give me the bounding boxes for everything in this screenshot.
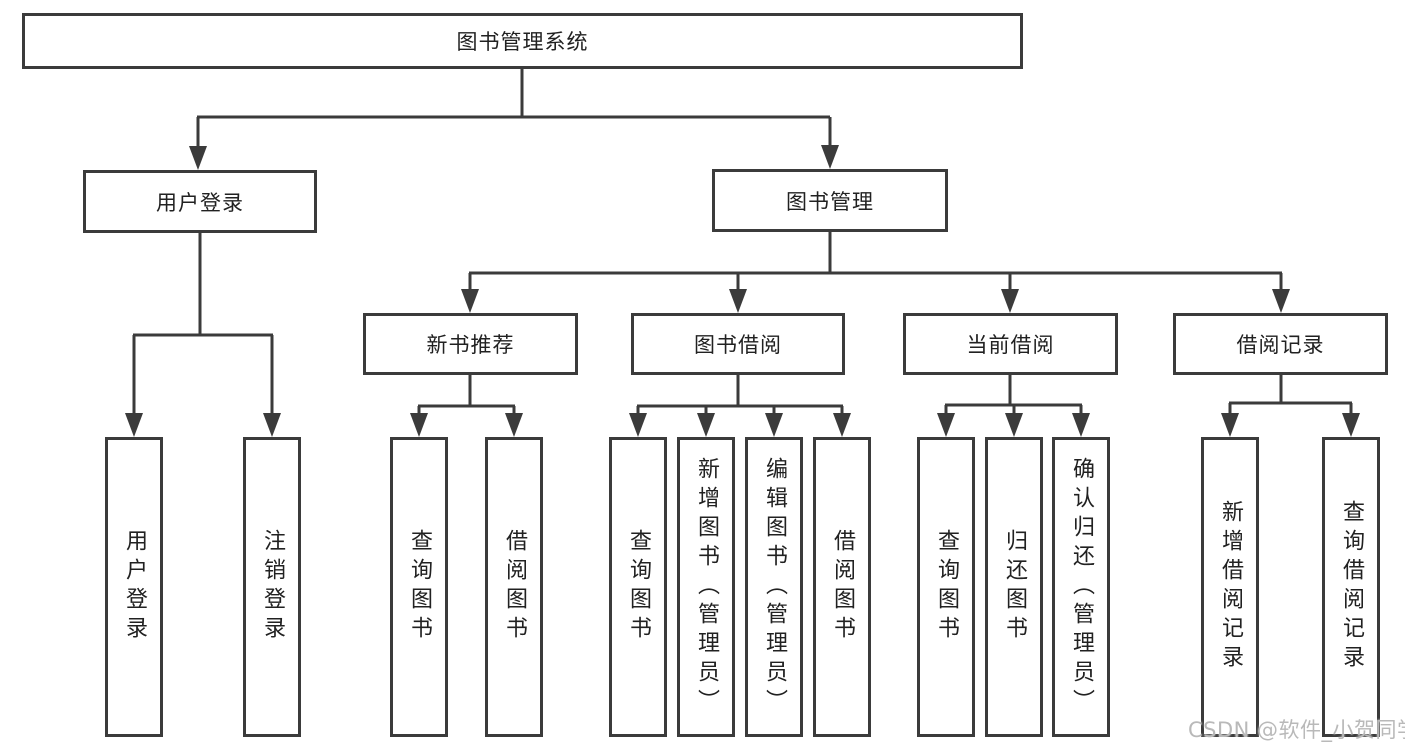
leaf-borrow-add-books-admin-label: 新增图书（管理员） <box>694 456 719 718</box>
leaf-records-add-record: 新增借阅记录 <box>1201 437 1259 737</box>
leaf-records-query-record: 查询借阅记录 <box>1322 437 1380 737</box>
leaf-borrow-edit-books-admin-label: 编辑图书（管理员） <box>762 456 787 718</box>
leaf-borrow-borrow-books-label: 借阅图书 <box>830 529 855 645</box>
leaf-current-return-books-label: 归还图书 <box>1002 529 1027 645</box>
node-root-label: 图书管理系统 <box>456 30 589 54</box>
node-current-borrow-label: 当前借阅 <box>966 333 1055 357</box>
leaf-current-return-books: 归还图书 <box>985 437 1043 737</box>
leaf-borrow-add-books-admin: 新增图书（管理员） <box>677 437 735 737</box>
leaf-recommend-query-books-label: 查询图书 <box>407 529 432 645</box>
leaf-logout-label: 注销登录 <box>260 529 285 645</box>
leaf-current-confirm-return-admin-label: 确认归还（管理员） <box>1069 456 1094 718</box>
node-borrow-records: 借阅记录 <box>1173 313 1388 375</box>
connector-current-group <box>937 375 1090 437</box>
leaf-borrow-borrow-books: 借阅图书 <box>813 437 871 737</box>
watermark: CSDN @软件_小贺同学 <box>1188 718 1405 742</box>
leaf-records-add-record-label: 新增借阅记录 <box>1218 500 1243 674</box>
connector-borrow-group <box>629 375 851 437</box>
leaf-recommend-borrow-books-label: 借阅图书 <box>502 529 527 645</box>
leaf-current-query-books: 查询图书 <box>917 437 975 737</box>
leaf-borrow-edit-books-admin: 编辑图书（管理员） <box>745 437 803 737</box>
leaf-current-query-books-label: 查询图书 <box>934 529 959 645</box>
node-user-login-label: 用户登录 <box>156 190 244 215</box>
leaf-recommend-borrow-books: 借阅图书 <box>485 437 543 737</box>
node-new-book-recommend: 新书推荐 <box>363 313 578 375</box>
node-book-management-label: 图书管理 <box>786 189 874 214</box>
connector-management-to-level3 <box>461 232 1290 313</box>
node-book-management: 图书管理 <box>712 169 948 232</box>
node-user-login: 用户登录 <box>83 170 317 233</box>
node-new-book-recommend-label: 新书推荐 <box>426 333 515 357</box>
leaf-borrow-query-books-label: 查询图书 <box>626 529 651 645</box>
connector-root-to-level2 <box>189 69 839 170</box>
connector-records-group <box>1221 375 1360 437</box>
leaf-borrow-query-books: 查询图书 <box>609 437 667 737</box>
leaf-current-confirm-return-admin: 确认归还（管理员） <box>1052 437 1110 737</box>
leaf-user-login-label: 用户登录 <box>122 529 147 645</box>
leaf-recommend-query-books: 查询图书 <box>390 437 448 737</box>
connector-recommend-group <box>410 375 523 437</box>
leaf-records-query-record-label: 查询借阅记录 <box>1339 500 1364 674</box>
node-book-borrow: 图书借阅 <box>631 313 845 375</box>
node-borrow-records-label: 借阅记录 <box>1236 333 1325 357</box>
connector-login-group <box>125 233 281 437</box>
node-current-borrow: 当前借阅 <box>903 313 1118 375</box>
node-root: 图书管理系统 <box>22 13 1023 69</box>
leaf-logout: 注销登录 <box>243 437 301 737</box>
node-book-borrow-label: 图书借阅 <box>694 333 782 357</box>
leaf-user-login: 用户登录 <box>105 437 163 737</box>
